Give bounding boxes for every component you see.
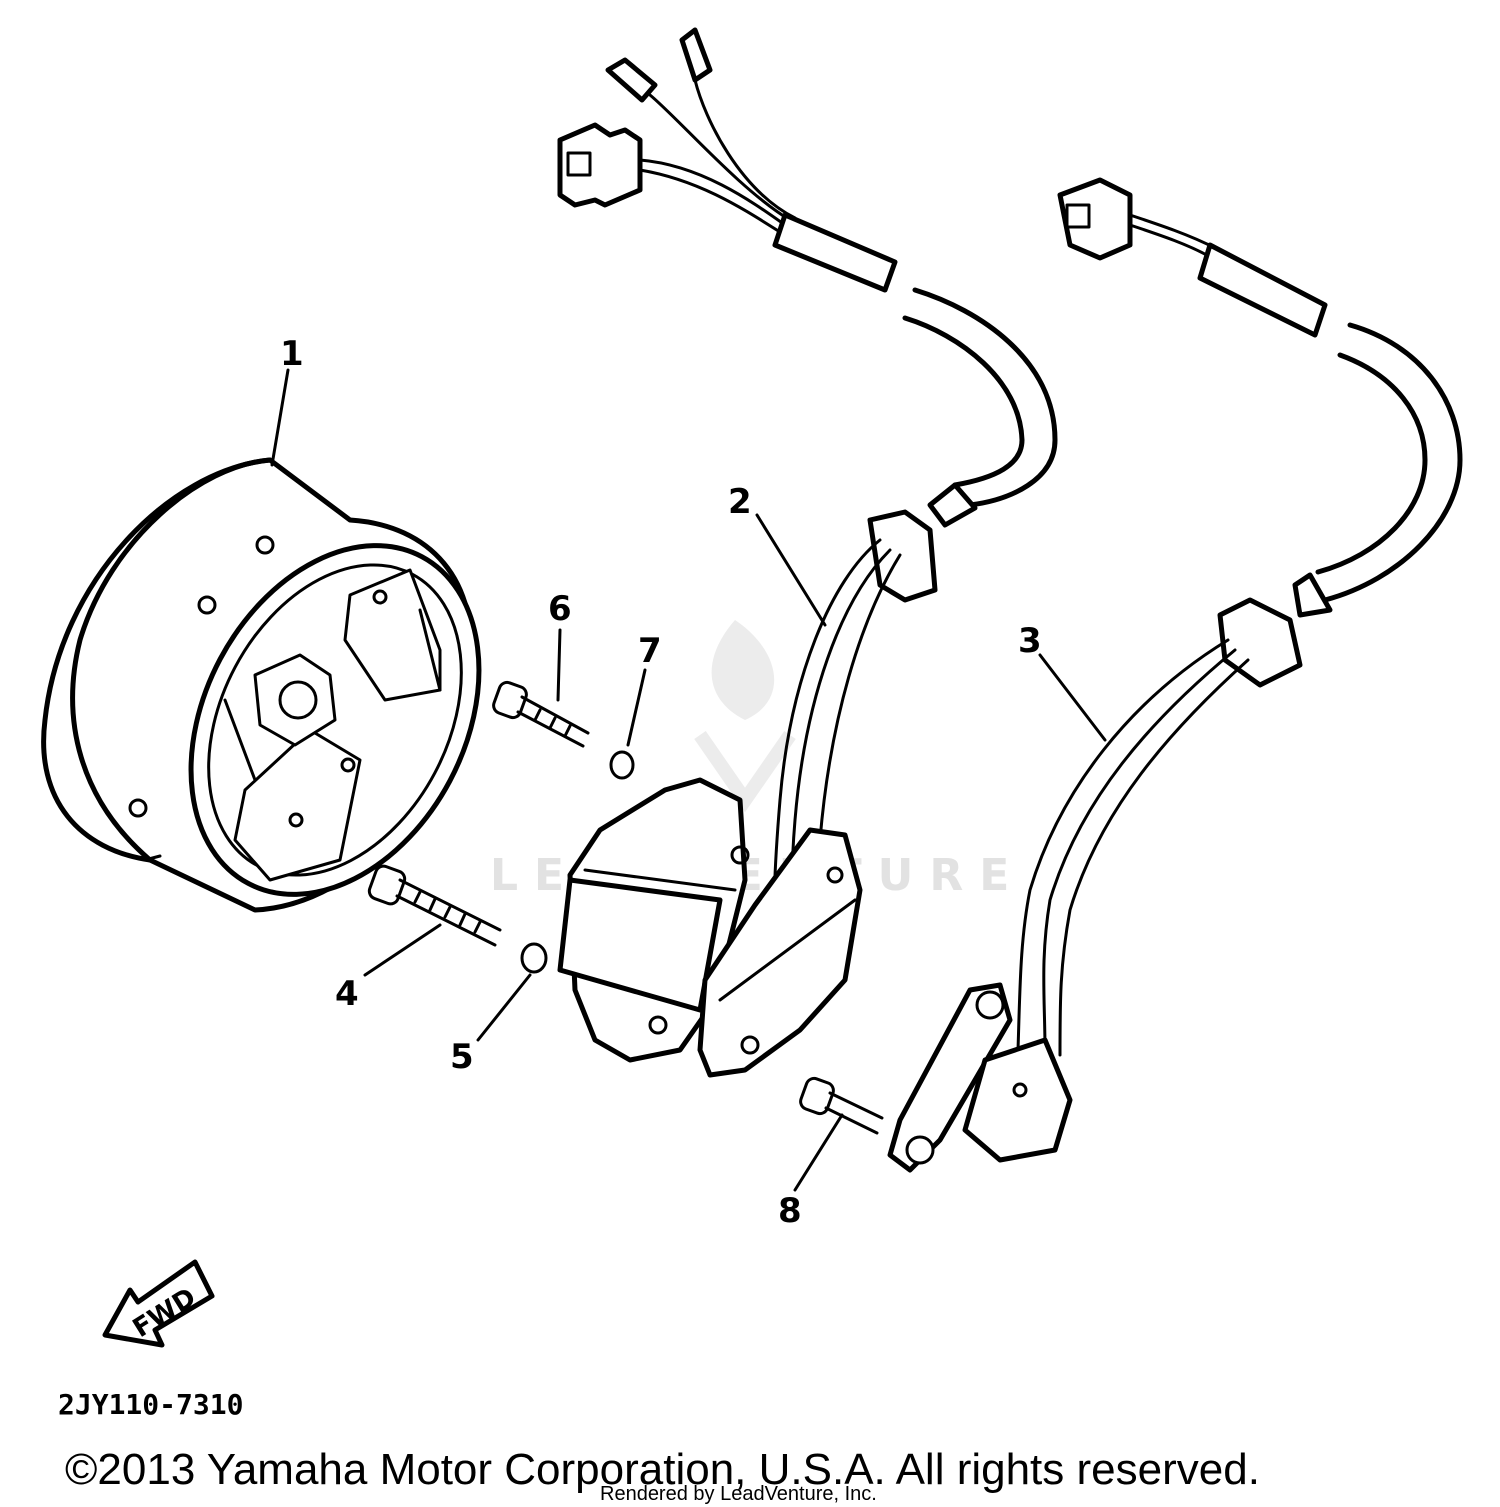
callout-7: 7 (638, 631, 662, 671)
washer-7 (609, 750, 635, 780)
flywheel-rotor (41, 457, 482, 913)
washer-5 (520, 942, 548, 974)
callout-1: 1 (280, 334, 304, 374)
callout-5: 5 (450, 1037, 474, 1077)
leader-lines (270, 368, 1107, 1192)
render-credit: Rendered by LeadVenture, Inc. (600, 1483, 877, 1505)
callout-3: 3 (1018, 621, 1042, 661)
watermark: LEADVENTURE (490, 620, 1009, 901)
callout-2: 2 (728, 482, 752, 522)
callout-6: 6 (548, 589, 572, 629)
callouts: 1 2 3 4 5 6 7 8 (280, 334, 1042, 1231)
copyright-text: ©2013 Yamaha Motor Corporation, U.S.A. A… (65, 1445, 1260, 1494)
fwd-arrow-icon: FWD (102, 1259, 215, 1348)
callout-4: 4 (335, 974, 359, 1014)
screw-4 (367, 864, 502, 947)
pulser-coil-assembly (887, 177, 1463, 1173)
screw-8 (799, 1076, 884, 1135)
diagram-code: 2JY110-7310 (58, 1388, 243, 1421)
callout-8: 8 (778, 1191, 802, 1231)
screw-6 (492, 680, 590, 748)
stator-coil-assembly (557, 27, 1058, 1078)
